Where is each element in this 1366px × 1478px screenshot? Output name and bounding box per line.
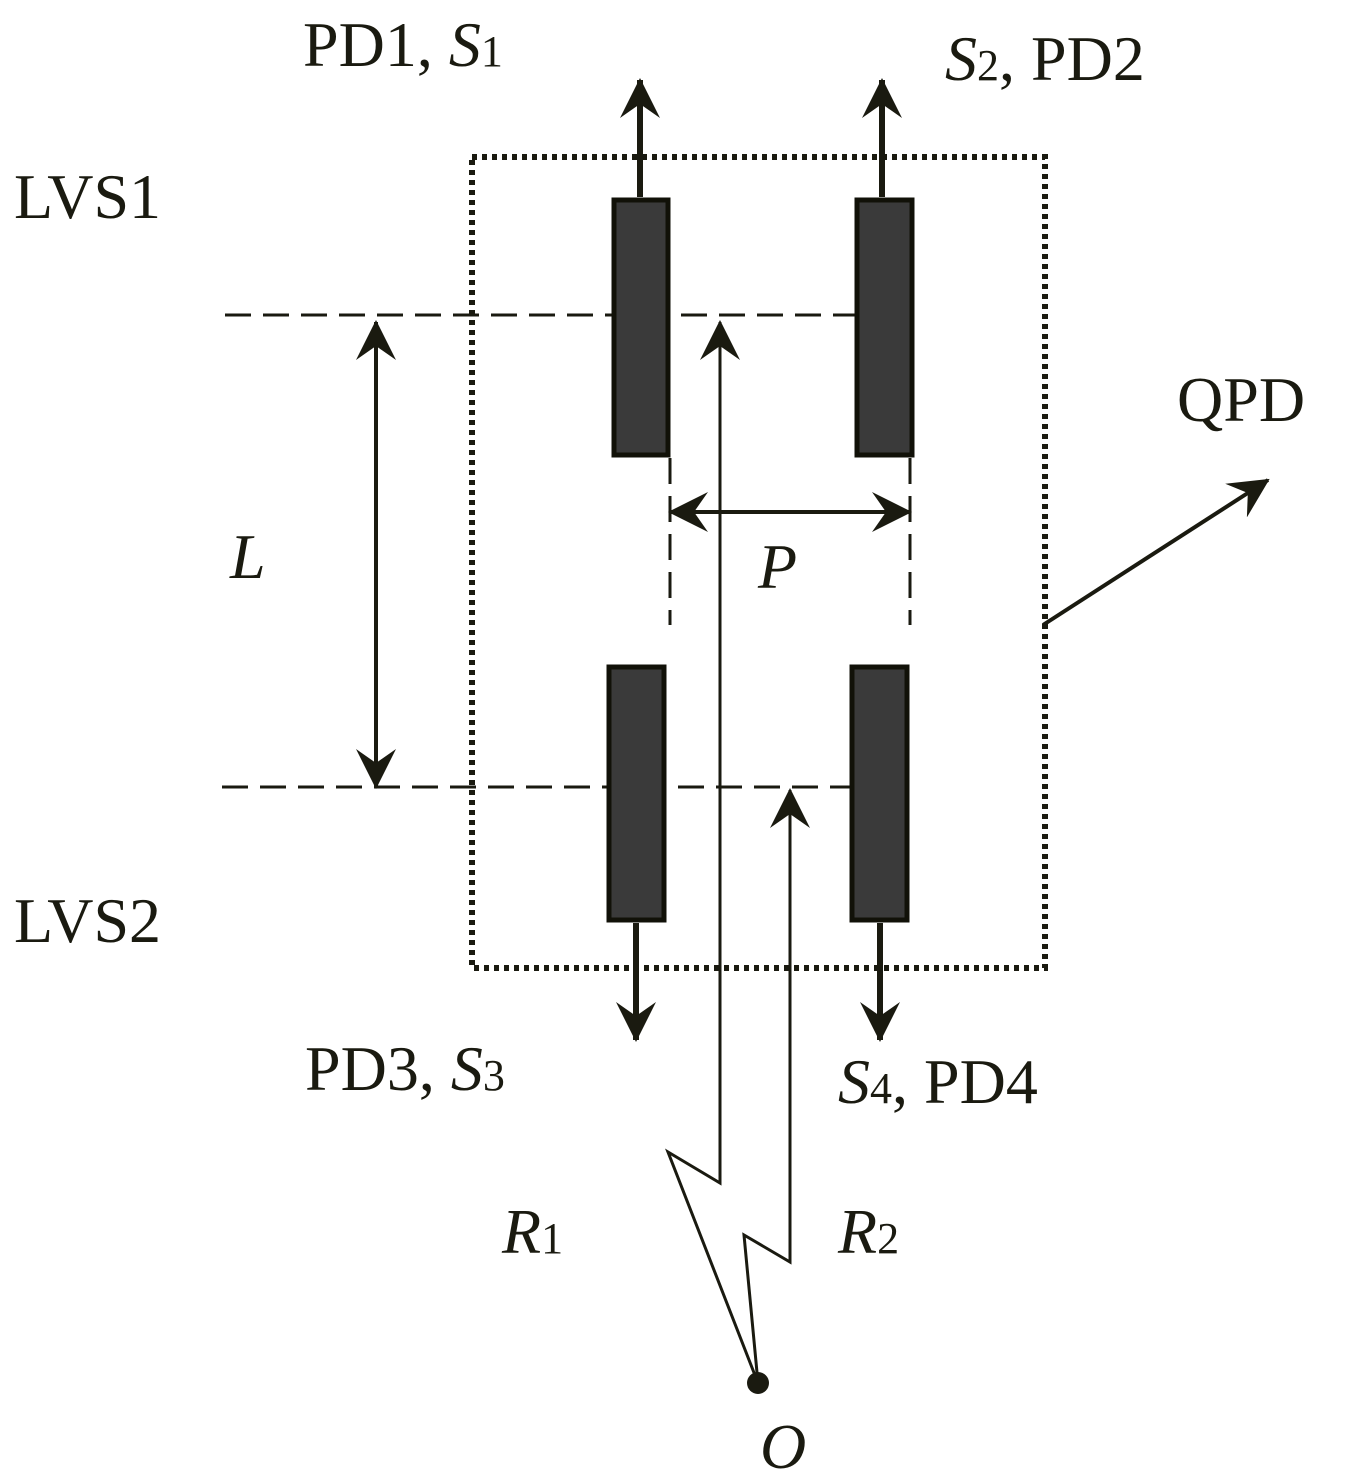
- sensor-pd1: [611, 197, 671, 458]
- label-r1: R1: [501, 1196, 563, 1267]
- label-pd1: PD1, S1: [303, 9, 503, 80]
- label-qpd: QPD: [1177, 364, 1305, 435]
- origin-point: [747, 1372, 769, 1394]
- label-length: L: [229, 521, 266, 592]
- label-pitch: P: [757, 531, 797, 602]
- sensor-pd3: [606, 664, 667, 923]
- ray-r2-path: [742, 788, 810, 1384]
- label-pd3: PD3, S3: [305, 1033, 505, 1104]
- label-lvs2: LVS2: [14, 885, 161, 956]
- qpd-boundary: [469, 154, 1048, 971]
- label-r2: R2: [837, 1196, 899, 1267]
- label-origin: O: [760, 1411, 806, 1478]
- qpd-pointer-arrow: [1041, 478, 1270, 627]
- label-pd2: S2, PD2: [945, 23, 1145, 94]
- sensor-pd2: [854, 197, 915, 458]
- label-pd4: S4, PD4: [838, 1046, 1038, 1117]
- label-lvs1: LVS1: [14, 161, 161, 232]
- ray-r1-path: [665, 320, 760, 1384]
- sensor-pd4: [849, 664, 910, 923]
